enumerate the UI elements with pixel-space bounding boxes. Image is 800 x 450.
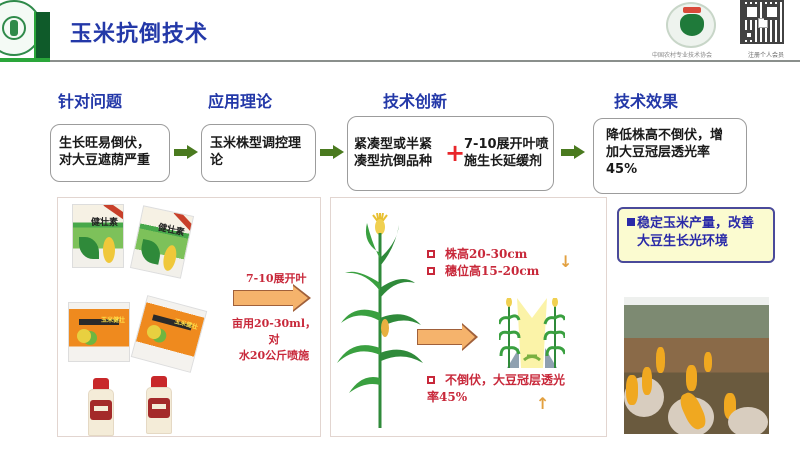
product-bottle bbox=[146, 376, 172, 434]
up-arrow-icon: ↑ bbox=[536, 394, 550, 413]
effect-line-2: 加大豆冠层透光率 bbox=[606, 145, 711, 160]
heading-innovation: 技术创新 bbox=[383, 92, 448, 111]
arrow-right-icon bbox=[561, 145, 585, 159]
product-label: 健壮素 bbox=[91, 218, 119, 228]
result-line-1: 不倒伏，大豆冠层透光 bbox=[445, 373, 566, 387]
bullet-icon bbox=[627, 218, 635, 226]
innovation-right-line-1: 7-10展开叶喷 bbox=[464, 137, 549, 152]
innovation-left: 紧凑型或半紧 凑型抗倒品种 bbox=[354, 136, 432, 170]
benefit-line-1: 稳定玉米产量，改善 bbox=[637, 216, 755, 231]
product-package: 健壮素 bbox=[129, 205, 195, 279]
orange-arrow-icon bbox=[417, 323, 479, 351]
innovation-right: 7-10展开叶喷 施生长延缓剂 bbox=[464, 136, 549, 170]
innovation-left-line-2: 凑型抗倒品种 bbox=[354, 154, 433, 169]
problem-line-2: 对大豆遮荫严重 bbox=[59, 153, 151, 168]
plant-diagram-panel: 株高20-30cm 穗位高15-20cm ↓ 不倒伏，大豆冠层透光 率45% ↑ bbox=[330, 197, 607, 437]
theory-line-2: 论 bbox=[210, 153, 224, 168]
heading-effect: 技术效果 bbox=[614, 92, 679, 111]
arrow-right-icon bbox=[174, 145, 198, 159]
spray-timing: 7-10展开叶 bbox=[246, 272, 307, 285]
corn-plant-icon bbox=[337, 213, 423, 428]
result-text: 不倒伏，大豆冠层透光 率45% bbox=[427, 372, 565, 406]
innovation-box: 紧凑型或半紧 凑型抗倒品种 + 7-10展开叶喷 施生长延缓剂 bbox=[347, 116, 554, 191]
product-package: 健壮素 bbox=[72, 204, 124, 268]
checkbox-icon bbox=[427, 266, 435, 275]
checkbox-icon bbox=[427, 375, 435, 384]
corn-field-photo bbox=[624, 297, 769, 434]
plus-icon: + bbox=[445, 139, 466, 167]
qr-code-icon[interactable] bbox=[740, 0, 784, 44]
checkbox-icon bbox=[427, 249, 435, 258]
plant-metrics-list: 株高20-30cm 穗位高15-20cm bbox=[427, 246, 539, 280]
theory-line-1: 玉米株型调控理 bbox=[210, 136, 302, 151]
benefit-box: 稳定玉米产量，改善 大豆生长光环境 bbox=[617, 207, 775, 263]
qr-center-logo bbox=[758, 18, 768, 28]
intercrop-light-icon bbox=[499, 298, 565, 368]
page-title: 玉米抗倒技术 bbox=[70, 22, 209, 47]
qr-caption: 注册个人会员 bbox=[748, 52, 785, 59]
effect-line-3: 45% bbox=[606, 162, 638, 177]
association-caption: 中国农村专业技术协会 bbox=[652, 52, 713, 59]
products-panel: 健壮素 健壮素 玉米健壮 玉米健壮 7-10展开叶 亩用20-30ml，对 水2… bbox=[57, 197, 321, 437]
product-package: 玉米健壮 bbox=[68, 302, 130, 362]
effect-line-1: 降低株高不倒伏，增 bbox=[606, 128, 724, 143]
header-divider bbox=[50, 60, 800, 62]
heading-problem: 针对问题 bbox=[58, 92, 123, 111]
orange-arrow-icon bbox=[233, 284, 313, 312]
qr-finder bbox=[744, 30, 754, 40]
metric-ear-height: 穗位高15-20cm bbox=[445, 264, 540, 278]
heading-theory: 应用理论 bbox=[208, 92, 273, 111]
dosage-line-1: 亩用20-30ml，对 bbox=[232, 317, 316, 346]
metric-item: 穗位高15-20cm bbox=[427, 263, 539, 280]
metric-plant-height: 株高20-30cm bbox=[445, 247, 528, 261]
association-emblem-logo bbox=[666, 2, 716, 48]
header-accent-bar bbox=[36, 12, 50, 62]
dosage-line-2: 水20公斤喷施 bbox=[238, 349, 310, 362]
problem-line-1: 生长旺易倒伏， bbox=[59, 136, 151, 151]
logo-emblem bbox=[10, 20, 18, 36]
product-package: 玉米健壮 bbox=[130, 295, 208, 373]
header-accent-base bbox=[0, 58, 50, 62]
benefit-line-2: 大豆生长光环境 bbox=[637, 234, 729, 249]
effect-box: 降低株高不倒伏，增 加大豆冠层透光率 45% bbox=[593, 118, 747, 194]
emblem-tag bbox=[683, 7, 701, 13]
innovation-left-line-1: 紧凑型或半紧 bbox=[354, 137, 433, 152]
problem-box: 生长旺易倒伏， 对大豆遮荫严重 bbox=[50, 124, 170, 182]
metric-item: 株高20-30cm bbox=[427, 246, 539, 263]
result-line-2: 率45% bbox=[427, 390, 468, 404]
innovation-right-line-2: 施生长延缓剂 bbox=[464, 154, 543, 169]
theory-box: 玉米株型调控理 论 bbox=[201, 124, 316, 182]
logo-inner-ring bbox=[2, 16, 26, 40]
product-bottle bbox=[88, 378, 114, 436]
arrow-right-icon bbox=[320, 145, 344, 159]
down-arrow-icon: ↓ bbox=[559, 252, 573, 271]
product-label: 玉米健壮 bbox=[101, 317, 126, 324]
dosage-text: 亩用20-30ml，对 水20公斤喷施 bbox=[228, 316, 320, 364]
emblem-shape bbox=[680, 14, 704, 36]
